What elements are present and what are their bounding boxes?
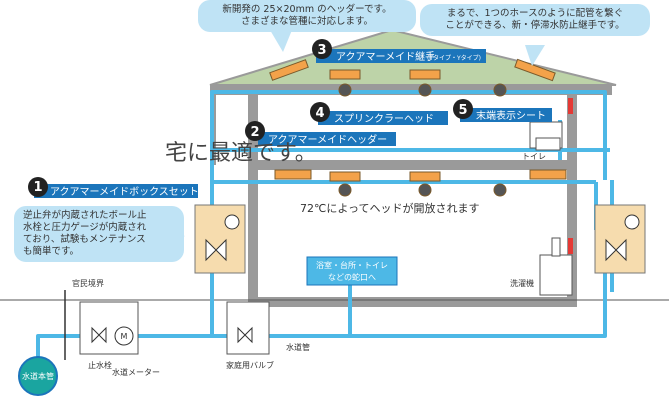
activation-label: 72℃によってヘッドが開放されます — [300, 201, 479, 215]
badge-num-5: 5 — [458, 103, 467, 118]
callout-pointer-top-right — [525, 45, 545, 66]
meter-pit — [79, 301, 139, 355]
faucet-note-line-2: などの蛇口へ — [328, 272, 376, 282]
badge-num-1: 1 — [33, 180, 42, 195]
item-label-3: アクアマーメイド継手 — [336, 50, 435, 63]
item-sub-3: (Tタイプ・Yタイプ) — [427, 54, 481, 62]
foundation — [248, 297, 577, 307]
boundary-label: 官民境界 — [72, 278, 104, 288]
badge-num-3: 3 — [317, 43, 326, 58]
callout-valve-note: 逆止弁が内蔵されたボール止 水栓と圧力ゲージが内蔵され ており、試験もメンテナン… — [14, 206, 184, 262]
callout-top-right: まるで、1つのホースのように配管を繋ぐ ことができる、新・停滞水防止継手です。 — [420, 4, 650, 36]
valve-note-line-2: 水栓と圧力ゲージが内蔵され — [23, 222, 147, 233]
house-valve-symbol — [237, 326, 253, 344]
item-label-5: 末端表示シート — [476, 109, 546, 122]
toilet-label: トイレ — [522, 152, 546, 161]
supply-pipe — [36, 230, 607, 362]
badges — [28, 39, 552, 198]
upper-sprinklers — [269, 58, 556, 97]
water-meter-label: 水道メーター — [112, 367, 160, 377]
water-pipe-label: 水道管 — [286, 342, 310, 352]
stop-valve-symbol — [91, 326, 107, 344]
meter-symbol-label: M — [121, 332, 128, 341]
callout-top-right-line-1: まるで、1つのホースのように配管を繋ぐ — [446, 8, 624, 19]
callout-top-right-line-2: ことができる、新・停滞水防止継手です。 — [445, 20, 625, 31]
badge-num-2: 2 — [250, 125, 259, 140]
left-wall — [248, 85, 258, 307]
washer-label: 洗濯機 — [510, 278, 534, 288]
water-main-circle — [18, 356, 58, 396]
callout-pointer-top-left — [270, 30, 292, 52]
callout-top-left-line-2: さまざまな管種に対応します。 — [240, 16, 374, 27]
floor-slab — [250, 160, 572, 170]
toilet-fixture — [529, 121, 563, 151]
lower-sprinklers — [274, 169, 567, 197]
box-set-right — [594, 204, 646, 274]
item-label-2: アクアマーメイドヘッダー — [268, 133, 387, 146]
valve-note-line-4: も簡単です。 — [23, 246, 80, 257]
callout-top-left-line-1: 新開発の 25×20mm のヘッダーです。 — [222, 4, 392, 15]
end-marker-lower — [568, 238, 573, 254]
item-label-4: スプリンクラーヘッド — [334, 113, 434, 125]
badge-num-4: 4 — [315, 106, 324, 121]
washing-machine — [539, 237, 573, 296]
faucet-note-line-1: 浴室・台所・トイレ — [316, 260, 388, 270]
callout-top-left: 新開発の 25×20mm のヘッダーです。 さまざまな管種に対応します。 — [198, 0, 416, 32]
valve-note-line-1: 逆止弁が内蔵されたボール止 — [23, 210, 147, 221]
meter-symbol — [114, 326, 134, 346]
item-label-1: アクアマーメイドボックスセット — [50, 186, 199, 198]
main-label: 水道本管 — [22, 371, 54, 381]
end-marker-upper — [568, 98, 573, 114]
heading-fragment: 宅に最適です。 — [165, 141, 317, 166]
stop-valve-label: 止水栓 — [88, 360, 112, 370]
faucet-note-box — [306, 256, 398, 286]
box-set-left — [194, 204, 246, 274]
valve-note-line-3: ており、試験もメンテナンス — [23, 234, 146, 245]
house-valve-pit — [226, 301, 270, 355]
right-wall — [567, 85, 577, 307]
house-valve-label: 家庭用バルブ — [226, 360, 274, 370]
